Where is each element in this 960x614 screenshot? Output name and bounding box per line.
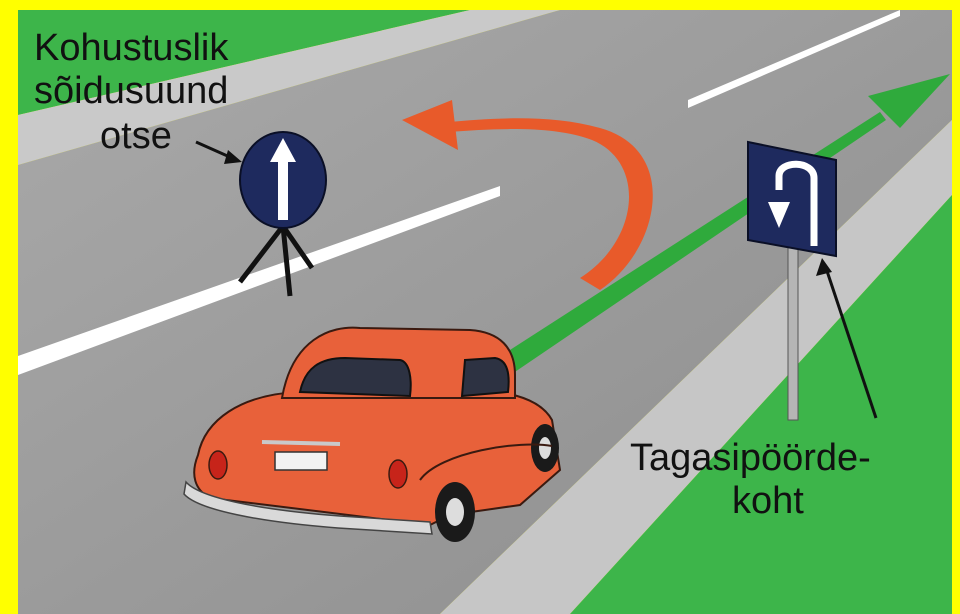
hubcap-rear bbox=[446, 498, 464, 526]
sign-post bbox=[788, 245, 798, 420]
label-line-2: sõidusuund bbox=[34, 70, 228, 112]
license-plate bbox=[275, 452, 327, 470]
tail-light-left bbox=[209, 451, 227, 479]
car-side-window bbox=[462, 358, 509, 396]
trunk-trim bbox=[262, 442, 340, 444]
label-line-3: otse bbox=[100, 115, 172, 157]
label-line-1: Tagasipöörde- bbox=[630, 437, 871, 479]
tail-light-right bbox=[389, 460, 407, 488]
label-line-2: koht bbox=[732, 480, 804, 522]
sign-plate bbox=[748, 142, 836, 256]
hubcap-front bbox=[539, 437, 551, 459]
label-line-1: Kohustuslik bbox=[34, 27, 229, 69]
